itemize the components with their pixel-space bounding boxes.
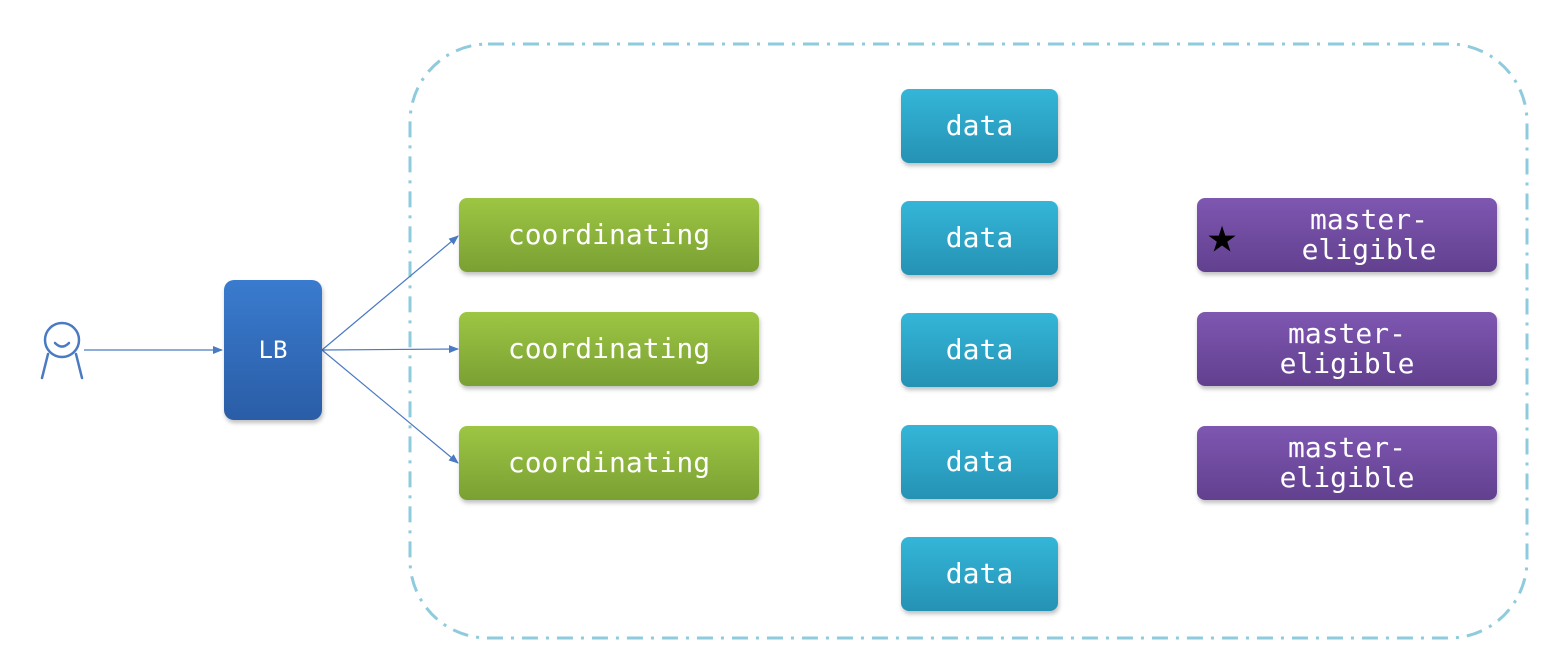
master-eligible-label: master- eligible bbox=[1301, 203, 1437, 266]
data-label: data bbox=[945, 109, 1014, 142]
data-label: data bbox=[945, 557, 1014, 590]
lb-to-coordinating-3-arrow bbox=[321, 349, 459, 464]
coordinating-node: coordinating bbox=[459, 198, 759, 272]
master-eligible-node: master- eligible bbox=[1197, 426, 1497, 500]
data-label: data bbox=[945, 333, 1014, 366]
lb-to-coordinating-1-arrow bbox=[321, 235, 459, 351]
coordinating-node: coordinating bbox=[459, 312, 759, 386]
user-icon bbox=[40, 321, 84, 380]
coordinating-label: coordinating bbox=[507, 332, 711, 365]
coordinating-label: coordinating bbox=[507, 218, 711, 251]
data-node: data bbox=[901, 425, 1058, 499]
master-eligible-node: master- eligible bbox=[1197, 312, 1497, 386]
coordinating-label: coordinating bbox=[507, 446, 711, 479]
data-node: data bbox=[901, 201, 1058, 275]
data-node: data bbox=[901, 313, 1058, 387]
data-node: data bbox=[901, 537, 1058, 611]
coordinating-node: coordinating bbox=[459, 426, 759, 500]
data-label: data bbox=[945, 221, 1014, 254]
load-balancer-label: LB bbox=[258, 336, 288, 364]
load-balancer-node: LB bbox=[224, 280, 322, 420]
data-label: data bbox=[945, 445, 1014, 478]
data-node: data bbox=[901, 89, 1058, 163]
master-eligible-node-elected: ★ master- eligible bbox=[1197, 198, 1497, 272]
master-eligible-label: master- eligible bbox=[1279, 317, 1415, 380]
cluster-boundary bbox=[408, 42, 1529, 640]
lb-to-coordinating-2-arrow bbox=[321, 345, 459, 354]
star-icon: ★ bbox=[1207, 206, 1238, 264]
master-eligible-label: master- eligible bbox=[1279, 431, 1415, 494]
